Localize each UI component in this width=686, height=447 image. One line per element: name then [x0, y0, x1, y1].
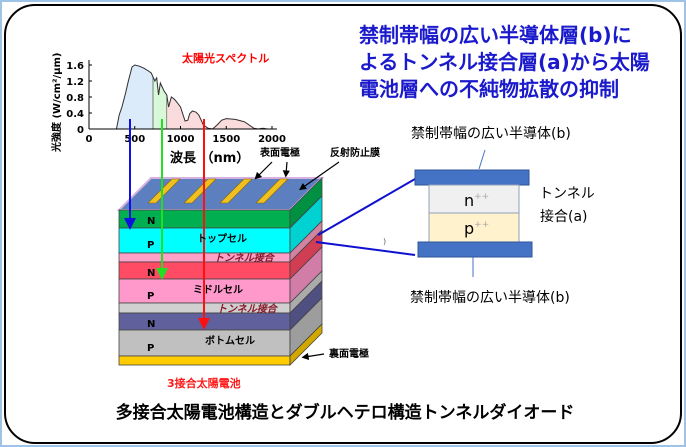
- front-electrode-finger: [255, 178, 289, 204]
- y-tick-label: 1.2: [66, 77, 84, 88]
- headline: 禁制帯幅の広い半導体層(b)に よるトンネル接合層(a)から太陽 電池層への不純…: [359, 23, 650, 101]
- headline-line-2: よるトンネル接合層(a)から太陽: [359, 50, 650, 74]
- small-mark: ): [383, 237, 386, 246]
- headline-line-1: 禁制帯幅の広い半導体層(b)に: [359, 23, 632, 47]
- y-axis-label: 光強度 (W/cm²/μm): [50, 53, 63, 153]
- zoom-line-bottom: [315, 241, 416, 256]
- zoom-line-top: [317, 178, 416, 236]
- y-tick-label: 0: [77, 125, 84, 136]
- back-electrode-label: 裏面電極: [328, 347, 369, 360]
- front-electrode-label: 表面電極: [259, 146, 300, 159]
- top-label-line: [478, 149, 486, 170]
- wide-gap-layer-bottom: [417, 241, 533, 258]
- front-electrode-finger: [219, 178, 253, 204]
- antireflection-label: 反射防止膜: [330, 146, 380, 159]
- x-tick-label: 1000: [167, 134, 195, 145]
- n-layer-sup: ++: [474, 192, 489, 202]
- antireflection-pointer: [299, 161, 340, 191]
- n-layer-text: n: [464, 191, 474, 210]
- top-wide-gap-label: 禁制帯幅の広い半導体(b): [411, 126, 571, 142]
- mid-n-label: N: [147, 268, 155, 279]
- front-electrode-pointer-2: [282, 161, 290, 178]
- y-tick-label: 0.4: [66, 109, 84, 120]
- y-tick-label: 0.8: [66, 93, 84, 104]
- junction-label-line-1: トンネル: [539, 186, 595, 202]
- layer-back-electrode: [118, 355, 291, 366]
- wide-gap-layer-top: [414, 169, 530, 186]
- x-tick-label: 1500: [212, 134, 240, 145]
- p-layer-text: p: [464, 219, 474, 238]
- mid-p-label: P: [147, 291, 154, 302]
- top-cell-label: トップセル: [197, 232, 247, 245]
- tunnel-junction-label-2: トンネル接合: [217, 303, 279, 315]
- top-p-label: P: [147, 240, 154, 251]
- bottom-wide-gap-label: 禁制帯幅の広い半導体(b): [410, 290, 570, 306]
- x-tick-label: 2000: [258, 134, 286, 145]
- spectrum-chart: 0 500 1000 1500 2000 0 0.4 0.8 1.2 1.6 太陽光スペクトル 波…: [50, 51, 286, 166]
- headline-line-3: 電池層への不純物拡散の抑制: [359, 77, 619, 101]
- bot-p-label: P: [147, 343, 154, 354]
- x-tick-label: 500: [124, 134, 145, 145]
- n-layer-label: n++: [464, 191, 489, 210]
- front-electrode-finger: [183, 178, 217, 204]
- spectrum-curve: [115, 64, 272, 130]
- middle-cell-label: ミドルセル: [193, 284, 243, 296]
- front-electrode-pointer-1: [254, 161, 273, 180]
- layer-side-back-electrode: [289, 323, 323, 366]
- p-layer-label: p++: [464, 219, 489, 238]
- bot-n-label: N: [147, 319, 155, 330]
- x-axis-label: 波長 （nm）: [170, 150, 249, 166]
- p-layer-sup: ++: [474, 220, 489, 230]
- top-n-label: N: [147, 216, 155, 227]
- chart-title: 太陽光スペクトル: [181, 51, 269, 65]
- top-surface: [116, 177, 325, 211]
- tunnel-junction-label-1: トンネル接合: [214, 252, 276, 264]
- cell-caption: 3接合太陽電池: [167, 376, 241, 390]
- x-tick-label: 0: [86, 134, 93, 145]
- bottom-cell-label: ボトムセル: [205, 334, 255, 347]
- front-electrode-finger: [147, 178, 181, 204]
- junction-label-line-2: 接合(a): [540, 208, 588, 225]
- figure-caption: 多接合太陽電池構造とダブルヘテロ構造トンネルダイオード: [116, 402, 575, 423]
- front-electrodes: [147, 178, 289, 204]
- y-tick-label: 1.6: [66, 61, 84, 72]
- back-electrode-pointer: [301, 352, 325, 360]
- tunnel-diode-diagram: n++ p++ 禁制帯幅の広い半導体(b) 禁制帯幅の広い半導体(b) トンネル…: [410, 126, 595, 306]
